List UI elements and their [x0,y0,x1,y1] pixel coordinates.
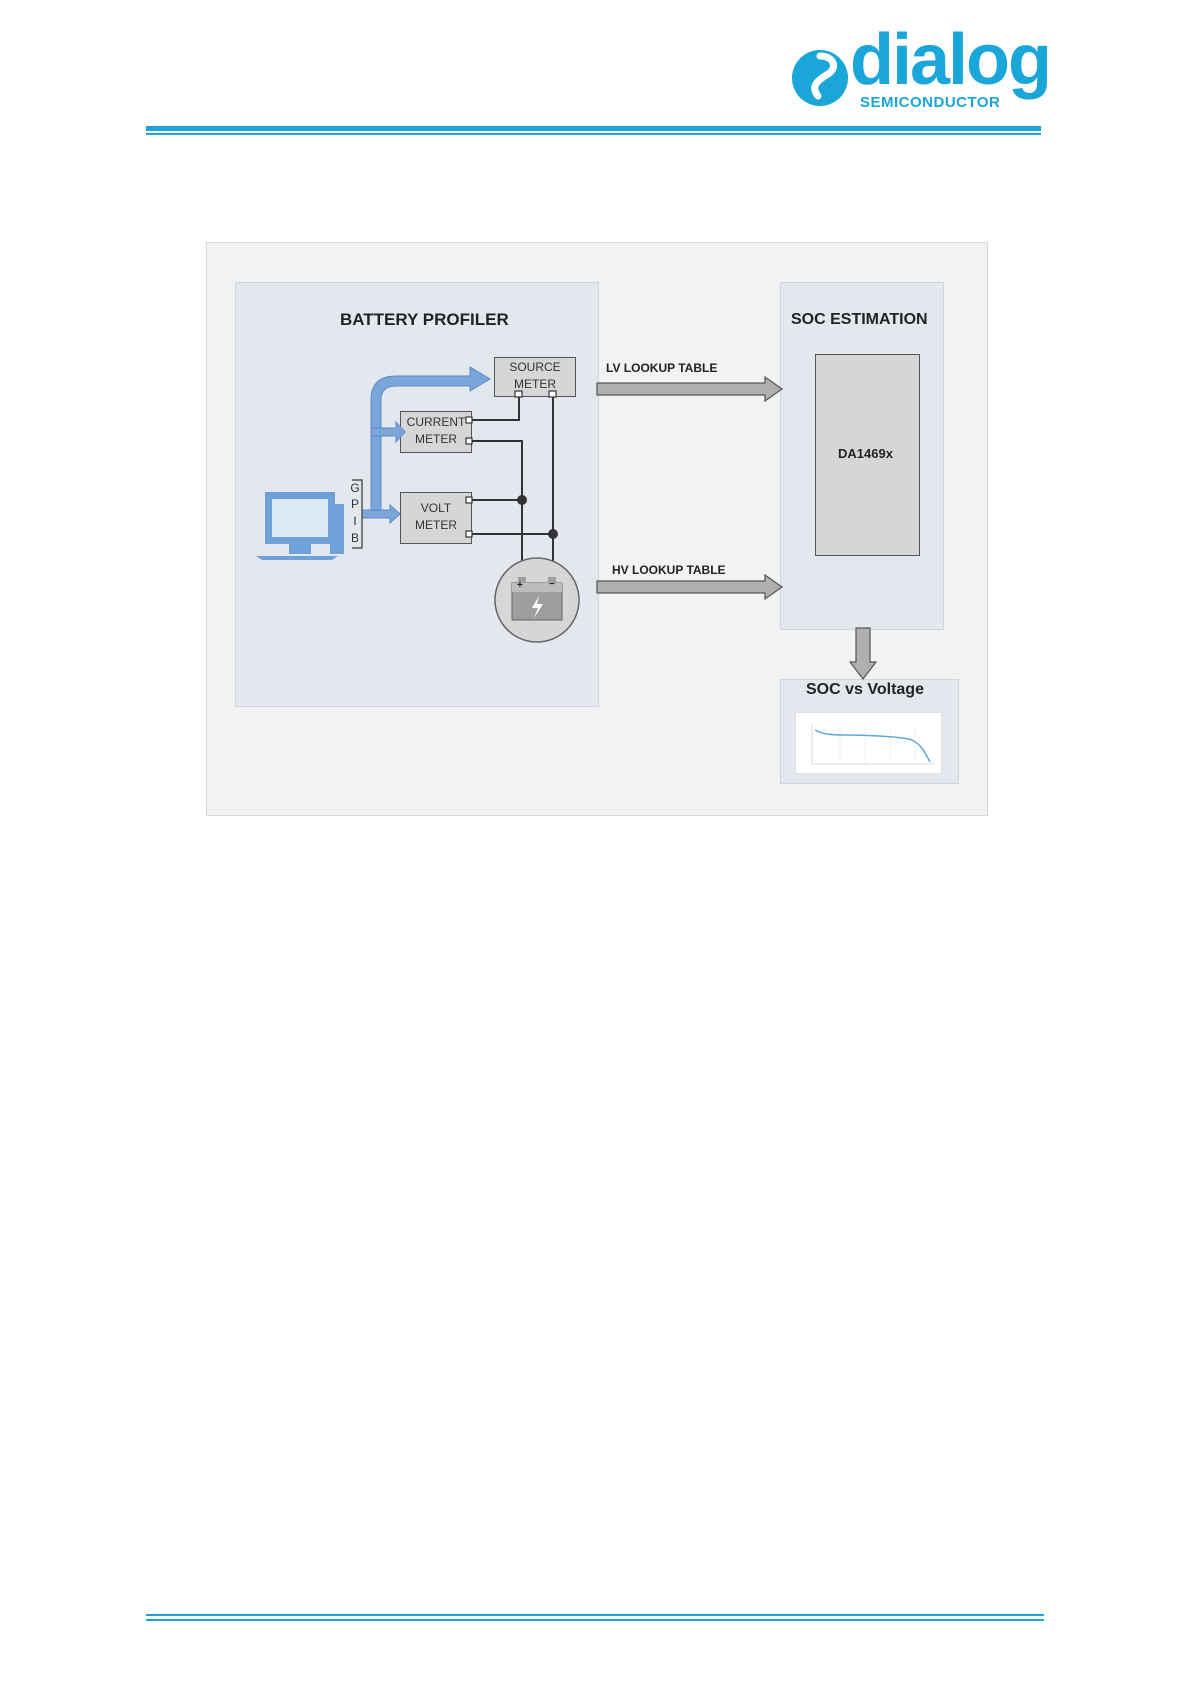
junction-dot [548,529,558,539]
soc-voltage-curve [812,725,935,764]
gpib-letter-g: G [348,481,362,495]
battery-profiler-title: BATTERY PROFILER [340,310,509,330]
battery-minus-terminal: − [549,579,555,590]
gpib-letter-p: P [348,497,362,511]
battery-icon [495,558,579,642]
junction-dot [517,495,527,505]
hv-lookup-table-label: HV LOOKUP TABLE [612,563,726,577]
battery-plus-terminal: + [517,580,523,591]
footer-rule-thin [146,1619,1044,1621]
lookup-arrows [597,377,876,679]
chip-label: DA1469x [838,446,893,461]
computer-icon [256,492,344,560]
soc-estimation-title: SOC ESTIMATION [791,311,928,329]
gpib-letter-b: B [348,531,362,545]
meter-wires [470,395,553,575]
lv-lookup-table-label: LV LOOKUP TABLE [606,361,717,375]
gpib-letter-i: I [348,514,362,528]
footer-rule [146,1614,1044,1616]
soc-vs-voltage-title: SOC vs Voltage [806,681,924,699]
